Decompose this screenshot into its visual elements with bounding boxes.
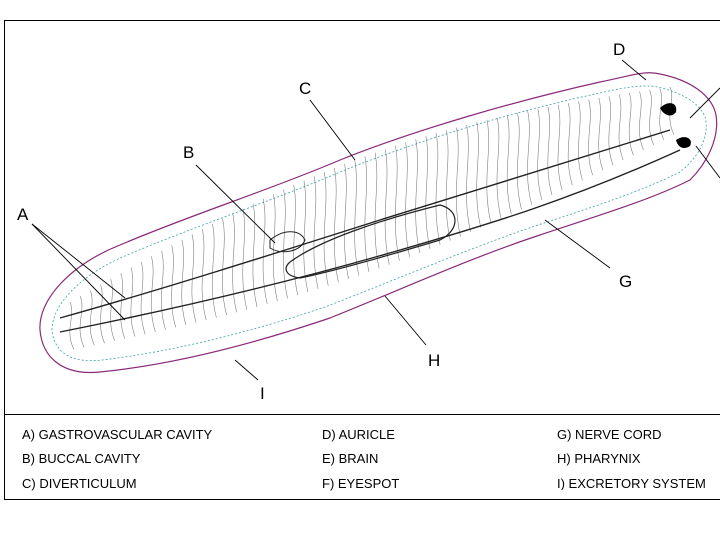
gastrovascular-branch <box>395 145 400 261</box>
nerve-cord-upper <box>59 129 671 319</box>
legend-item: C) DIVERTICULUM <box>22 476 137 491</box>
body-outline <box>39 72 718 374</box>
gastrovascular-branch <box>323 171 329 286</box>
label-c: C <box>299 79 312 98</box>
gastrovascular-branch <box>567 103 573 186</box>
label-a: A <box>17 205 29 224</box>
gastrovascular-branch <box>150 256 156 333</box>
gastrovascular-branch <box>79 296 85 348</box>
gastrovascular-branch <box>578 101 583 181</box>
gastrovascular-branch <box>384 149 390 265</box>
gastrovascular-branch <box>456 127 461 237</box>
leader-c <box>309 99 356 161</box>
gastrovascular-branch <box>588 99 593 176</box>
gastrovascular-branch <box>293 184 299 296</box>
gastrovascular-branch <box>608 96 614 166</box>
gastrovascular-branch <box>639 91 644 151</box>
leader-f <box>695 145 720 179</box>
diagram-frame <box>4 20 720 500</box>
gastrovascular-branch <box>517 112 522 210</box>
legend-item: B) BUCCAL CAVITY <box>22 451 141 466</box>
leader-a-1 <box>31 223 126 299</box>
gastrovascular-branch <box>537 108 543 200</box>
leader-d <box>621 59 647 81</box>
gastrovascular-branch <box>242 208 248 310</box>
gastrovascular-branch <box>547 106 553 196</box>
gastrovascular-branch <box>415 139 421 253</box>
gastrovascular-branch <box>659 88 665 140</box>
gastrovascular-branch <box>232 213 238 313</box>
leader-a-2 <box>31 223 126 321</box>
gastrovascular-branch <box>486 119 492 224</box>
gastrovascular-branch <box>283 189 288 299</box>
legend-item: F) EYESPOT <box>322 476 400 491</box>
gastrovascular-branch <box>161 250 166 330</box>
leader-g <box>544 219 611 269</box>
label-g: G <box>619 272 633 291</box>
gastrovascular-branch <box>649 89 654 145</box>
legend-item: H) PHARYNIX <box>557 451 641 466</box>
gastrovascular-branch <box>374 152 380 269</box>
gastrovascular-branch <box>496 117 502 219</box>
leader-i <box>234 359 259 381</box>
gastrovascular-branch <box>425 136 431 249</box>
gastrovascular-branch <box>222 218 227 316</box>
gastrovascular-branch <box>354 160 360 276</box>
legend-divider <box>4 414 720 415</box>
gastrovascular-branch <box>140 261 146 335</box>
eyespot-lower <box>676 137 691 148</box>
gastrovascular-branch <box>272 194 278 302</box>
gastrovascular-branch <box>557 104 563 191</box>
gastrovascular-branch <box>334 167 339 283</box>
gastrovascular-branch <box>435 133 441 245</box>
gastrovascular-branch <box>618 94 624 161</box>
gastrovascular-branch <box>120 273 126 339</box>
legend-item: G) NERVE CORD <box>557 427 662 442</box>
legend-item: E) BRAIN <box>322 451 379 466</box>
gastrovascular-branch <box>445 130 451 241</box>
gastrovascular-branch <box>405 142 410 257</box>
eyespot-upper <box>660 103 677 116</box>
leader-b <box>195 164 276 244</box>
legend-item: I) EXCRETORY SYSTEM <box>557 477 706 490</box>
gastrovascular-branch <box>364 156 370 272</box>
gastrovascular-branch <box>201 229 207 321</box>
gastrovascular-branch <box>181 239 187 326</box>
gastrovascular-branch <box>313 176 319 290</box>
gastrovascular-branch <box>191 234 197 323</box>
gastrovascular-branch <box>69 301 75 350</box>
legend-item: A) GASTROVASCULAR CAVITY <box>22 427 213 442</box>
label-d: D <box>613 40 626 59</box>
gastrovascular-branch <box>466 124 471 233</box>
gastrovascular-branch <box>344 163 349 280</box>
label-i: I <box>260 384 265 403</box>
gastrovascular-branch <box>476 122 482 228</box>
label-b: B <box>183 143 195 162</box>
gastrovascular-branch <box>598 97 604 171</box>
label-h: H <box>428 351 441 370</box>
gastrovascular-branch <box>110 278 115 342</box>
leader-h <box>384 295 427 346</box>
nerve-cord-lower <box>59 149 681 333</box>
pharynx <box>285 204 456 279</box>
gastrovascular-branch <box>262 198 268 305</box>
gastrovascular-branch <box>303 180 309 293</box>
gastrovascular-branch <box>171 245 176 328</box>
gastrovascular-branch <box>89 290 95 346</box>
gastrovascular-branch <box>628 93 634 156</box>
gastrovascular-branch <box>211 223 217 318</box>
gastrovascular-texture <box>69 86 675 350</box>
gastrovascular-branch <box>527 110 532 205</box>
gastrovascular-branch <box>100 284 105 344</box>
buccal-cavity <box>269 231 306 253</box>
gastrovascular-branch <box>252 203 258 307</box>
body-inner-outline <box>51 85 707 362</box>
leader-e <box>689 87 720 119</box>
gastrovascular-branch <box>506 115 512 215</box>
gastrovascular-branch <box>130 267 136 337</box>
legend-item: D) AURICLE <box>322 427 395 442</box>
